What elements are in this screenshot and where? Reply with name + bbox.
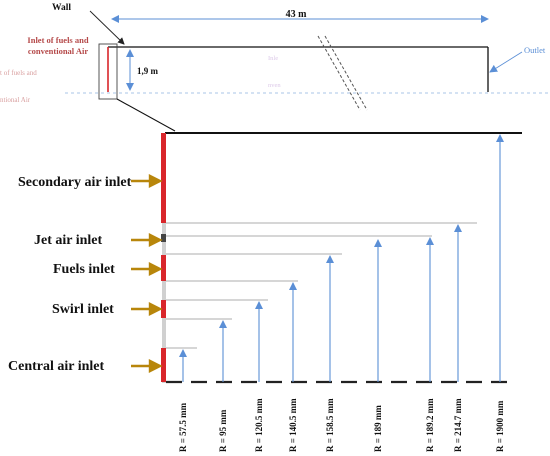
faded-left-2: ntional Air — [0, 96, 31, 104]
faded-mid-1: Inle — [268, 55, 278, 62]
wall-seg-central — [161, 348, 166, 382]
radius-label-4: R = 140.5 mm — [288, 398, 298, 452]
wall-seg-jet — [161, 234, 166, 242]
radius-label-5: R = 158.5 mm — [325, 398, 335, 452]
wall-pointer — [89, 10, 125, 45]
radius-label-2: R = 95 mm — [218, 409, 228, 452]
cut-mark-1 — [317, 35, 361, 111]
faded-mid-2: nven — [268, 82, 281, 89]
gold-arrowhead-jet — [148, 233, 163, 247]
faded-left-1: t of fuels and — [0, 69, 37, 77]
cut-mark-2 — [324, 35, 368, 111]
radius-label-9: R = 1900 mm — [495, 400, 505, 452]
gold-arrowhead-fuels — [148, 262, 163, 276]
overview-furnace — [65, 10, 550, 132]
inlet-label-swirl: Swirl inlet — [52, 302, 114, 317]
radius-label-1: R = 57.5 mm — [178, 402, 188, 452]
wall-seg-secondary — [161, 133, 166, 223]
wall-seg-fuels — [161, 255, 166, 281]
inlet-label-secondary: Secondary air inlet — [18, 175, 132, 190]
zoom-connector — [116, 98, 176, 132]
wall-label: Wall — [52, 3, 71, 13]
outlet-pointer — [489, 51, 523, 73]
gold-arrowhead-swirl — [148, 302, 163, 316]
inlet-label-line2: conventional Air — [28, 46, 88, 56]
zoom-box — [98, 43, 118, 100]
gold-arrowhead-secondary — [148, 174, 163, 188]
radius-label-3: R = 120.5 mm — [254, 398, 264, 452]
inlet-label-fuels: Fuels inlet — [53, 262, 115, 277]
wall-seg-swirl — [161, 300, 166, 318]
detail-burner — [131, 132, 522, 384]
radius-label-7: R = 189.2 mm — [425, 398, 435, 452]
radius-label-6: R = 189 mm — [373, 405, 383, 452]
inlet-label-line1: Inlet of fuels and — [27, 35, 88, 45]
radius-label-8: R = 214.7 mm — [453, 398, 463, 452]
inlet-label-jet: Jet air inlet — [34, 233, 103, 248]
length-label: 43 m — [286, 9, 308, 20]
outlet-label: Outlet — [524, 45, 546, 55]
height-label: 1,9 m — [137, 66, 159, 76]
inlet-label-central: Central air inlet — [8, 359, 105, 374]
gold-arrowhead-central — [148, 359, 163, 373]
